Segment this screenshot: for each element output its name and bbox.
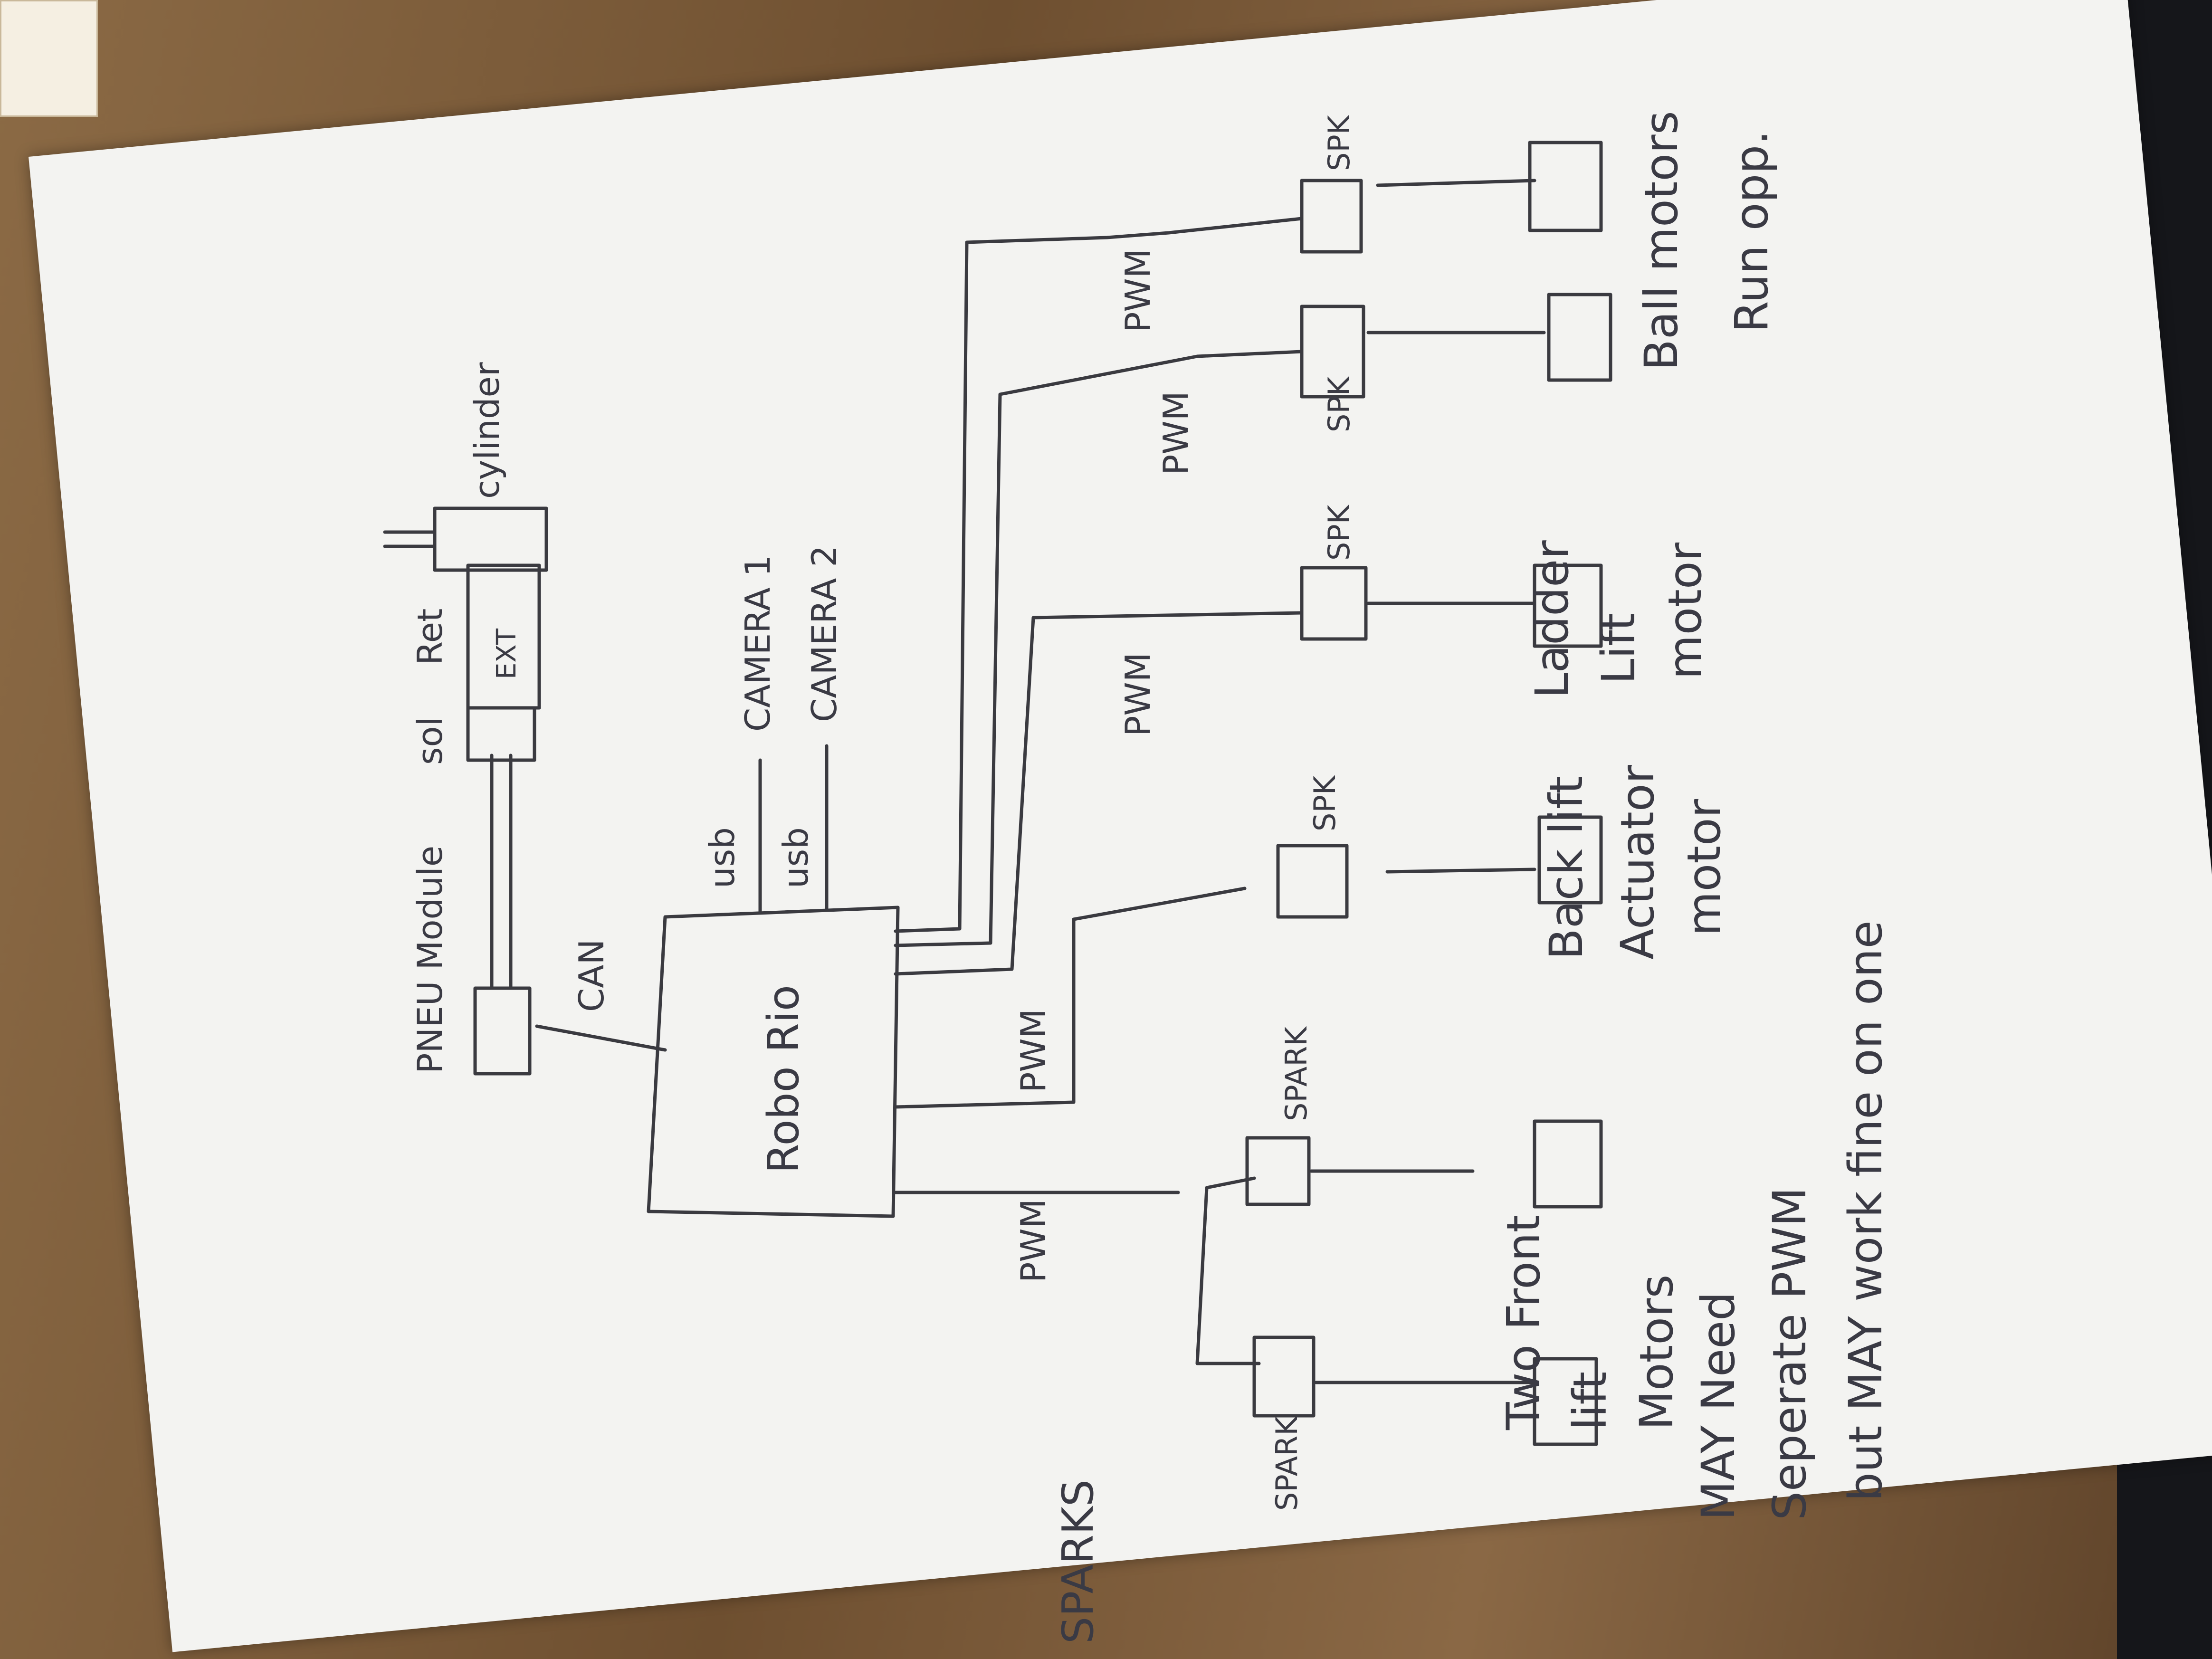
note-caution-1: MAY Need [1692,1292,1745,1520]
note-front-lift-3: Motors [1630,1275,1683,1430]
cylinder-body [433,506,548,572]
sparks-heading: SPARKS [1053,1479,1103,1644]
spk-ladder-box [1300,566,1368,641]
pneu-module-label: PNEU Module [410,846,450,1074]
motor-ball-1 [1547,293,1612,382]
robo-rio-box [647,906,900,1218]
pwm-ladder-label: PWM [1118,652,1158,736]
camera-2-label: CAMERA 2 [804,545,844,722]
pwm-line-ladder [894,611,1304,976]
usb-label-1: usb [702,827,742,888]
cylinder-label: cylinder [467,362,507,499]
note-ladder-2: Lift [1592,613,1645,684]
robo-rio-label: Robo Rio [759,985,809,1173]
pwm-front-label: PWM [1013,1199,1053,1283]
solenoid-box [466,706,536,762]
spk-ball-1-label: SPK [1322,376,1356,432]
spark-front-1-box [1245,1136,1311,1206]
spk-ladder-label: SPK [1322,504,1356,561]
ret-label: Ret [410,609,450,665]
spark-front-1-label: SPARK [1279,1026,1314,1121]
note-back-lift-2: Actuator [1611,765,1664,960]
spk-ball-2-label: SPK [1322,114,1356,171]
pwm-ball-1-label: PWM [1156,391,1196,475]
spk-backlift-box [1276,844,1349,919]
note-front-lift-1: Two Front [1497,1215,1550,1430]
motor-ball-2 [1528,141,1603,232]
note-ball-1: Ball motors [1635,111,1688,371]
motor-front-1 [1533,1119,1603,1209]
note-ladder-1: Ladder [1526,540,1579,698]
wire-backlift [1385,868,1536,874]
spk-ball-2-box [1300,179,1363,254]
note-front-lift-2: lift [1564,1372,1617,1430]
wire-ball-2 [1376,179,1536,187]
pwm-line-backlift [894,887,1247,1109]
note-back-lift-3: motor [1678,799,1731,936]
camera-1-label: CAMERA 1 [738,555,778,732]
motor-backlift [1537,815,1603,905]
spark-front-2-box [1252,1335,1316,1418]
sol-label: sol [410,716,450,765]
pneu-module-box [473,986,532,1076]
note-ball-2: Run opp. [1725,130,1778,333]
spk-ball-1-box [1300,305,1365,399]
can-label: CAN [572,939,611,1012]
motor-front-2 [1533,1357,1598,1446]
object-top-left [0,0,98,117]
motor-ladder [1533,563,1603,648]
can-line [535,1024,667,1052]
pwm-line-ball1 [894,350,1304,947]
note-back-lift-1: Back lift [1540,776,1593,960]
note-caution-3: but MAY work fine on one [1839,920,1892,1501]
usb-label-2: usb [776,827,816,888]
ext-label: EXT [491,628,522,679]
notes: Two Front lift Motors Back lift Actuator… [1497,111,1892,1520]
cylinder-ext-box [466,563,541,710]
pwm-backlift-label: PWM [1013,1009,1053,1093]
pwm-line-ball2 [894,217,1304,933]
front-branch-line [1195,1176,1261,1365]
spark-front-2-label: SPARK [1269,1416,1304,1511]
note-caution-2: Seperate PWM [1763,1187,1816,1520]
note-ladder-3: motor [1659,542,1712,679]
spk-backlift-label: SPK [1307,775,1342,831]
pwm-ball-2-label: PWM [1118,248,1158,333]
